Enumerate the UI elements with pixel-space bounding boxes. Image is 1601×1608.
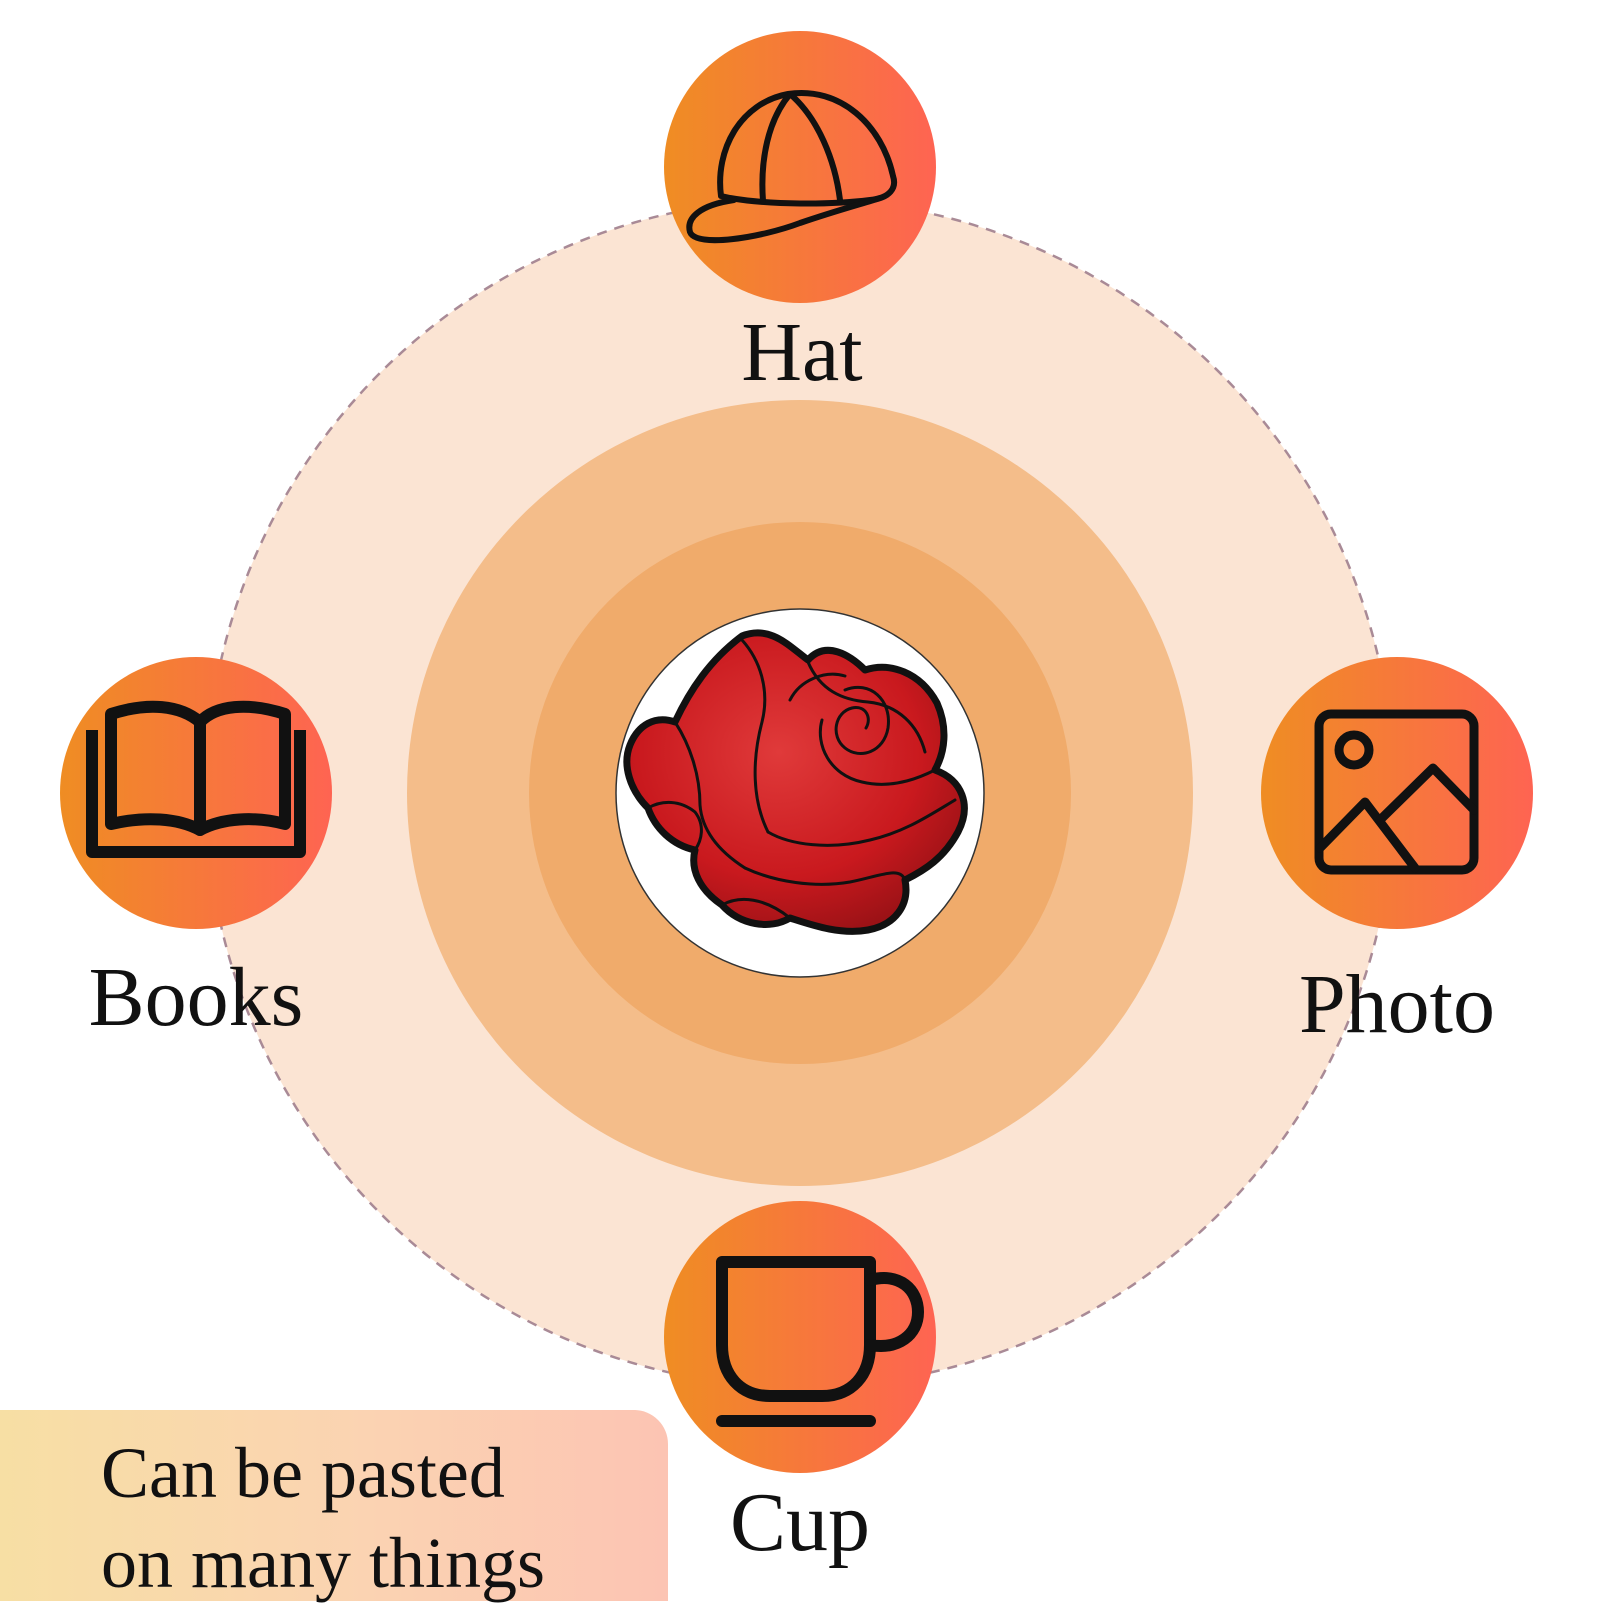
node-cup[interactable]: Cup [664,1201,936,1569]
node-hat-circle [664,31,936,303]
rose-icon [623,629,968,935]
node-photo-circle [1261,657,1533,929]
center-rose [615,608,985,978]
note-line-2: on many things [101,1523,545,1603]
node-books[interactable]: Books [60,657,332,1044]
image-icon [1314,709,1479,875]
node-photo[interactable]: Photo [1261,657,1533,1051]
node-cup-circle [664,1201,936,1473]
cup-icon [716,1256,924,1427]
note-line-1: Can be pasted [101,1433,505,1513]
book-icon [86,700,306,858]
node-hat[interactable]: Hat [664,31,936,399]
node-books-label: Books [89,951,304,1044]
node-cup-label: Cup [730,1476,870,1569]
hat-icon [686,89,897,244]
note-text: Can be pasted on many things [101,1428,661,1608]
node-photo-label: Photo [1299,958,1495,1051]
node-hat-label: Hat [741,306,862,399]
note-box: Can be pasted on many things [0,1410,668,1603]
